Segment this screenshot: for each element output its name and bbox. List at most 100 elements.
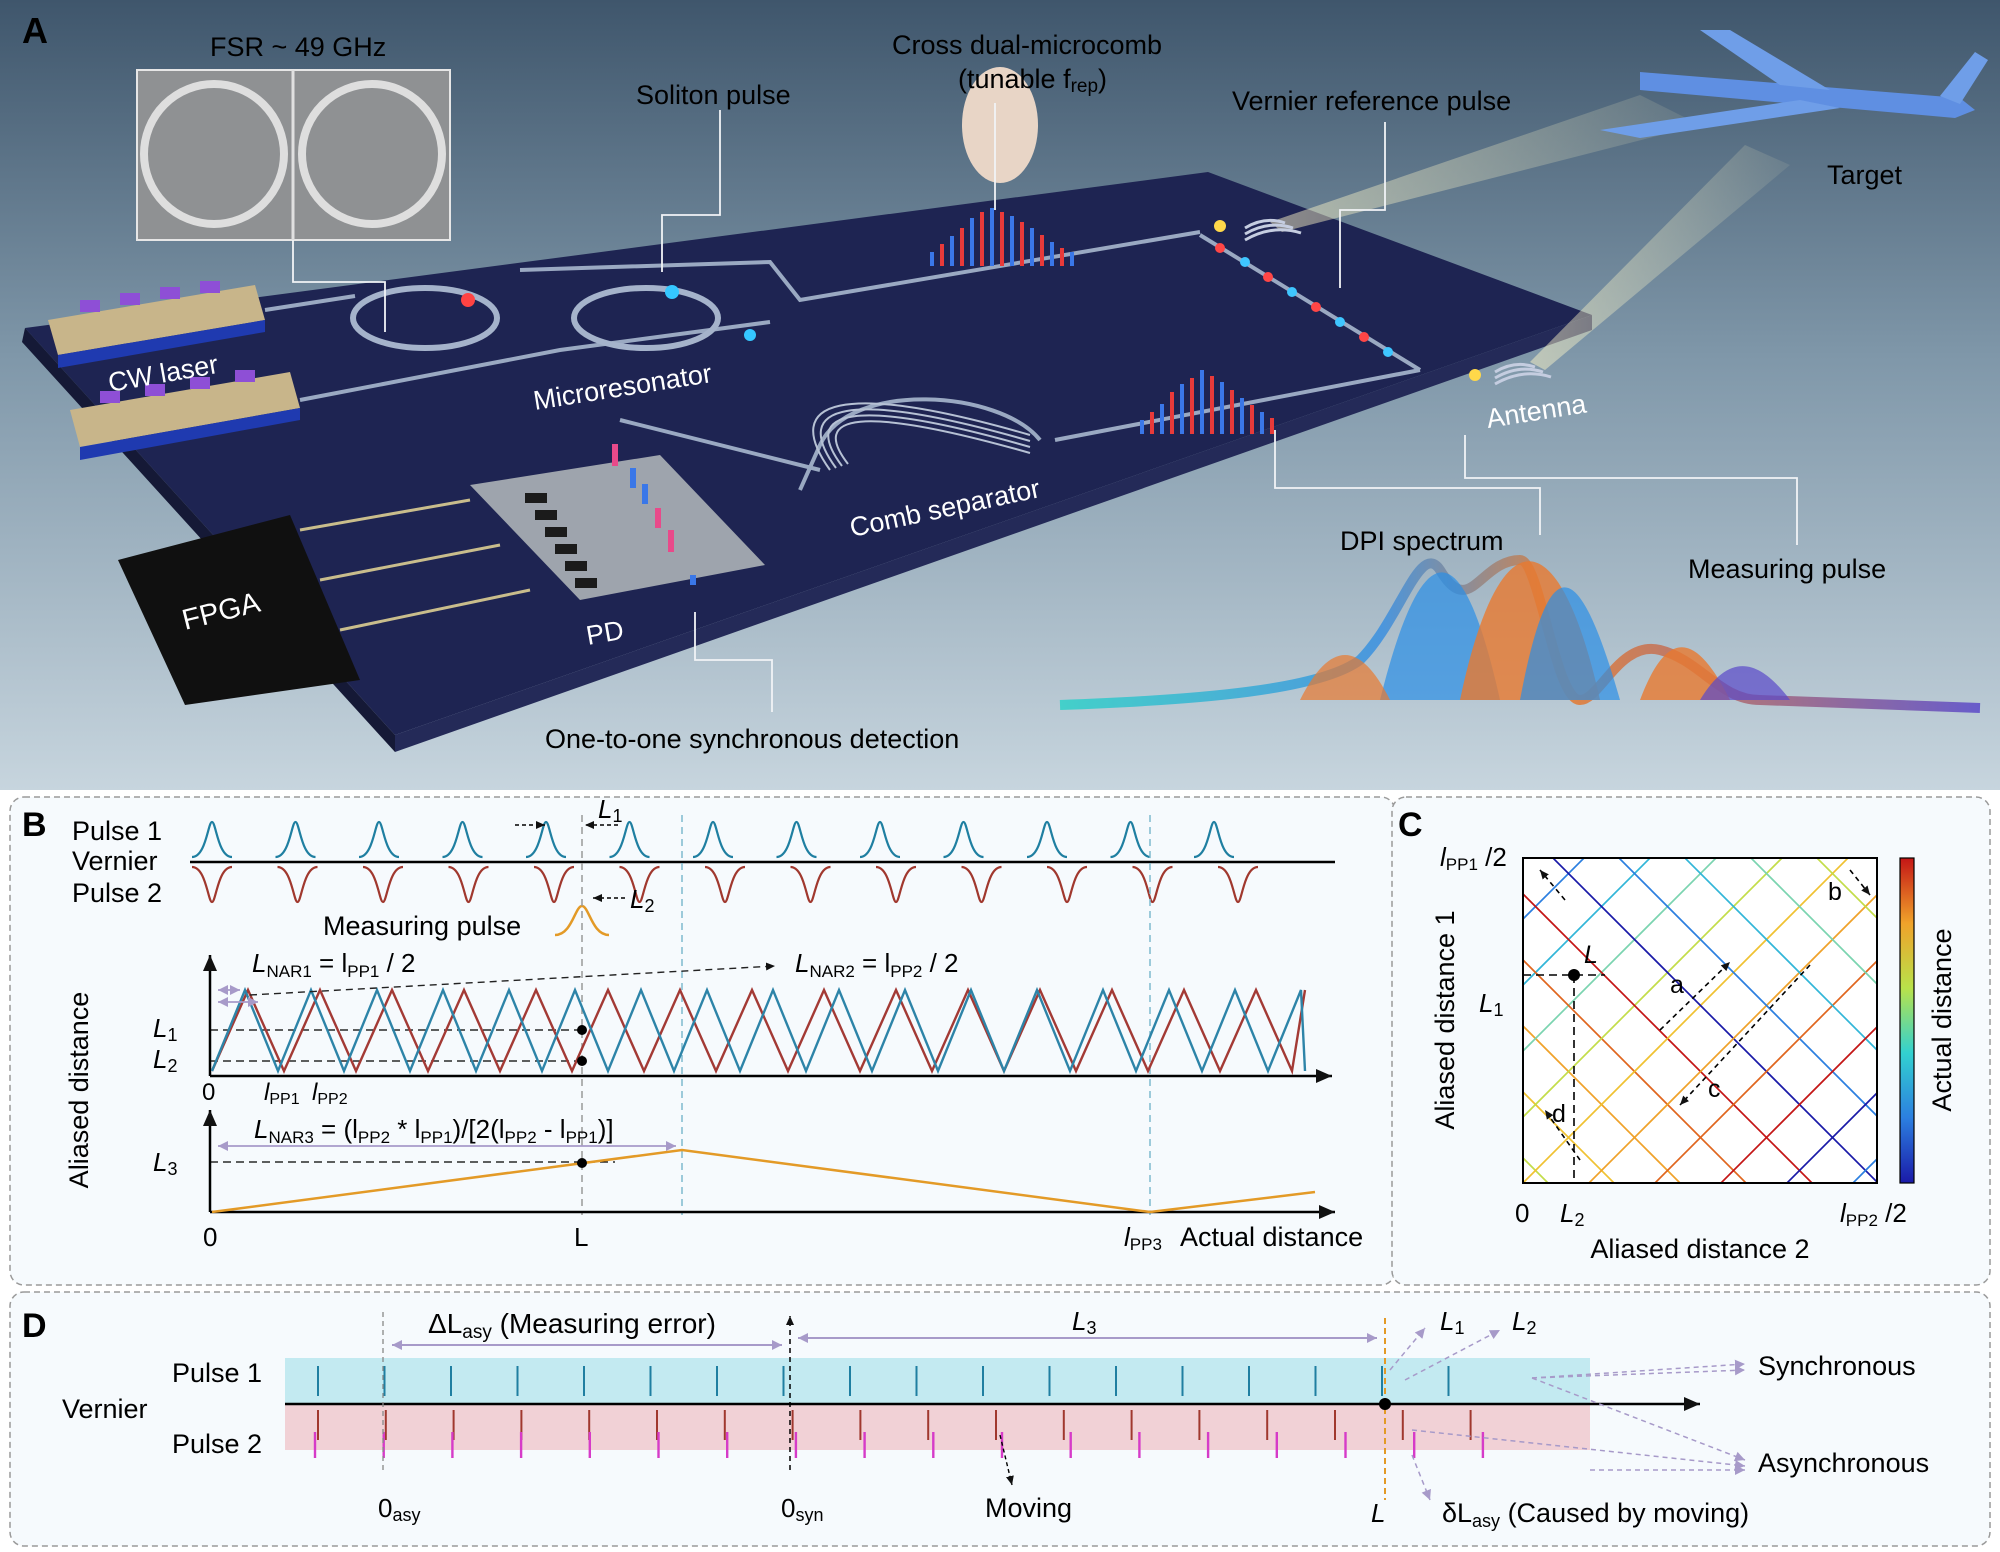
tunable-frep-label: (tunable frep) (958, 64, 1107, 97)
pulse2-peak (362, 865, 404, 904)
pulse1-peak (191, 820, 233, 859)
c-zero: 0 (1515, 1198, 1529, 1228)
antenna-1 (1244, 218, 1302, 242)
fpga-chip (118, 515, 360, 705)
aliased-map-frame (1522, 857, 1878, 1184)
lpp2-tick: lPP2 (312, 1079, 348, 1108)
path-c: c (1708, 1075, 1721, 1103)
lpp3-tick: lPP3 (1124, 1222, 1162, 1254)
actual-distance-cbar-label: Actual distance (1927, 928, 1957, 1111)
vernier-label: Vernier (72, 846, 158, 876)
pulse1-peak (1193, 820, 1235, 859)
l2-marker: L2 (630, 884, 654, 916)
pulse1-peak (943, 820, 984, 859)
aliased-wave (210, 986, 1307, 1075)
lnar1-equation: LNAR1 = lPP1 / 2 (252, 948, 416, 981)
comb-bottom (1140, 370, 1274, 434)
aliased-triangle-waves (210, 986, 1307, 1076)
d-l3-label: L3 (1072, 1306, 1096, 1338)
cross-dual-microcomb-label: Cross dual-microcomb (892, 30, 1162, 60)
d-l2-label: L2 (1512, 1306, 1536, 1338)
panel-b-letter: B (22, 806, 47, 844)
pulse2-label: Pulse 2 (72, 878, 162, 908)
pulse1-peak (776, 820, 817, 859)
pulse1-peak (609, 820, 650, 859)
moving-label: Moving (985, 1493, 1072, 1523)
path-b: b (1828, 878, 1842, 906)
pulse2-peak (1217, 865, 1259, 904)
pulse2-peak (448, 865, 489, 904)
rising-line (1588, 893, 1877, 1183)
pulse2-peak (533, 865, 575, 904)
pulse2-band (285, 1405, 1590, 1450)
rising-line (1786, 1091, 1877, 1183)
cw-laser-1 (48, 281, 265, 368)
point-l: L (1584, 941, 1598, 969)
falling-line (1816, 858, 1877, 920)
rising-line (1523, 858, 1651, 987)
l3-curve (211, 1148, 1316, 1214)
pulse2-peak (704, 865, 746, 904)
pd-pulses (612, 444, 696, 585)
falling-line (1523, 1090, 1615, 1183)
upper-l2-tick: L2 (153, 1044, 177, 1076)
c-l1-tick: L1 (1479, 988, 1503, 1020)
d-pulse1-label: Pulse 1 (172, 1358, 262, 1388)
detection-label: One-to-one synchronous detection (545, 724, 959, 754)
panel-d-letter: D (22, 1307, 47, 1345)
fsr-label: FSR ~ 49 GHz (210, 32, 386, 62)
l1-marker: L1 (598, 794, 622, 826)
aliased-distance-2-label: Aliased distance 2 (1590, 1234, 1809, 1264)
vernier-reference-dots (1215, 243, 1393, 357)
lower-zero: 0 (203, 1222, 217, 1252)
dpi-spectrum-label: DPI spectrum (1340, 526, 1504, 556)
small-delta-label: δLasy (Caused by moving) (1442, 1498, 1749, 1531)
chip-board (25, 172, 1592, 735)
pd-block (470, 455, 765, 600)
o-syn-label: 0syn (781, 1493, 823, 1525)
falling-line (1552, 858, 1877, 1183)
pulse1-band (285, 1358, 1590, 1403)
comb-separator (812, 402, 1031, 471)
falling-line (1523, 958, 1747, 1183)
delta-lasy-label: ΔLasy (Measuring error) (428, 1308, 716, 1343)
beam-2 (1530, 145, 1790, 370)
aliased-distance-ylabel: Aliased distance (64, 992, 94, 1189)
beam-1 (1270, 95, 1700, 232)
upper-l1-tick: L1 (153, 1013, 177, 1045)
measuring-pulse-label: Measuring pulse (1688, 554, 1886, 584)
target-label: Target (1827, 160, 1903, 190)
d-l-label: L (1371, 1498, 1385, 1528)
aliased-distance-1-label: Aliased distance 1 (1430, 910, 1460, 1129)
falling-line (1618, 858, 1877, 1118)
d-l1-label: L1 (1440, 1306, 1464, 1338)
comb-top (930, 208, 1074, 266)
panel-a: A FSR ~ 49 GHz Soliton pulse Cross dual-… (0, 0, 2000, 790)
soliton-pulse-label: Soliton pulse (636, 80, 791, 110)
panel-c: C L a b c d lPP1 /2 L1 Aliased distance … (1391, 796, 1991, 1286)
fpga-traces (299, 498, 531, 632)
actual-distance-xlabel: Actual distance (1180, 1222, 1363, 1252)
path-a: a (1670, 971, 1684, 999)
panel-d: D Pulse 1 Vernier Pulse 2 ΔLasy (Measuri… (9, 1291, 1991, 1547)
pulse1-peak (275, 820, 316, 859)
panel-a-letter: A (22, 10, 48, 51)
d-pulse2-label: Pulse 2 (172, 1429, 262, 1459)
microresonator-1 (350, 285, 500, 351)
vernier-ticks (313, 1366, 1485, 1458)
synchronous-label: Synchronous (1758, 1351, 1916, 1381)
pulse1-peak (1026, 820, 1068, 859)
falling-line (1523, 1024, 1681, 1183)
pulse2-peak (277, 865, 318, 904)
microresonator-2 (571, 285, 721, 351)
pulse1-label: Pulse 1 (72, 816, 162, 846)
upper-zero: 0 (202, 1079, 215, 1106)
sem-image (136, 69, 451, 241)
aliased-map-plot (1523, 858, 1877, 1183)
o-asy-label: 0asy (378, 1493, 420, 1525)
pulse2-peak (1132, 865, 1173, 904)
panel-c-letter: C (1398, 806, 1423, 844)
pulse1-peak (859, 820, 901, 859)
asynchronous-label: Asynchronous (1758, 1448, 1929, 1478)
c-l2-tick: L2 (1560, 1198, 1584, 1230)
